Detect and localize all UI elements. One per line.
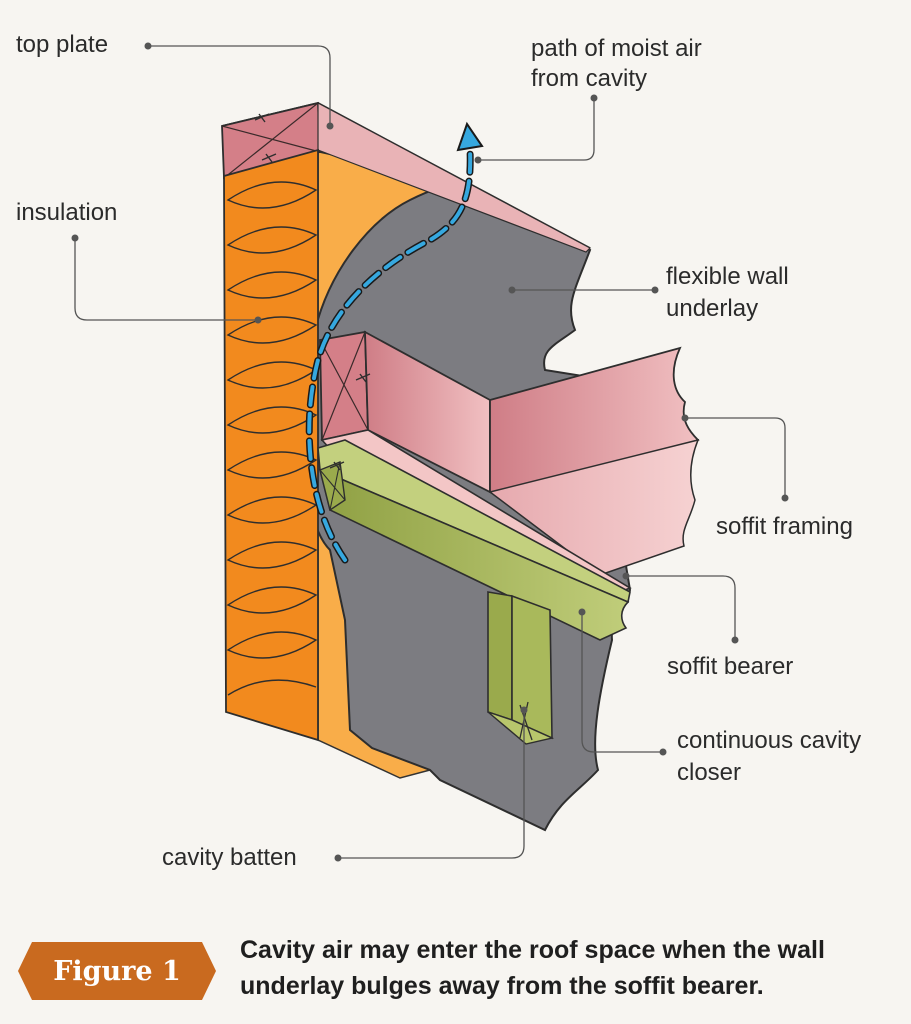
nail-marks [254, 113, 371, 471]
label-soffit-bearer: soffit bearer [667, 653, 794, 680]
insulation-loops [226, 181, 318, 696]
figure-badge-label: Figure 1 [53, 955, 181, 987]
cavity-batten-front [487, 591, 513, 722]
figure-caption: Cavity air may enter the roof space when… [240, 936, 825, 1000]
leader-dots [71, 42, 789, 862]
label-closer-line2: closer [677, 759, 742, 786]
label-closer-line1: continuous cavity [677, 727, 862, 754]
label-flexible-line1: flexible wall [666, 263, 789, 290]
label-cavity-batten: cavity batten [162, 844, 297, 871]
soffit-framing-lower [488, 438, 700, 576]
label-flexible-line2: underlay [666, 295, 759, 322]
cavity-closer-front [318, 468, 630, 641]
figure-badge: Figure 1 [18, 942, 216, 1000]
label-path-line2: from cavity [531, 65, 648, 92]
label-soffit-framing: soffit framing [716, 513, 853, 540]
cavity-closer-top [317, 439, 631, 604]
label-path-line1: path of moist air [531, 35, 702, 62]
cavity-batten-side [511, 594, 553, 740]
label-top-plate: top plate [16, 31, 109, 58]
wall-soffit-diagram [71, 42, 789, 862]
label-insulation: insulation [16, 199, 118, 226]
leader-lines [74, 45, 786, 859]
insulation-batt [223, 148, 319, 742]
air-arrowhead [456, 121, 484, 152]
